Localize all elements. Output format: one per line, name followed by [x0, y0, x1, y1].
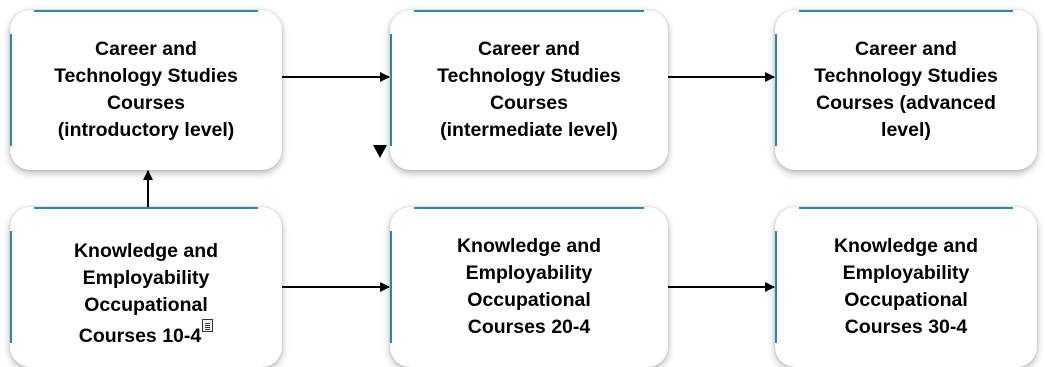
node-label: Career and Technology Studies Courses (i… — [54, 38, 238, 141]
node-label: Knowledge and Employability Occupational… — [456, 235, 602, 338]
stray-arrowhead — [373, 145, 387, 158]
node-keo-30-4: Knowledge and Employability Occupational… — [775, 207, 1037, 367]
node-keo-10-4: Knowledge and Employability Occupational… — [10, 207, 282, 367]
node-label: Knowledge and Employability Occupational… — [833, 235, 979, 338]
node-label: Career and Technology Studies Courses (a… — [814, 38, 998, 141]
node-label: Career and Technology Studies Courses (i… — [437, 38, 621, 141]
node-cts-intermediate: Career and Technology Studies Courses (i… — [390, 10, 668, 170]
node-label: Knowledge and Employability Occupational… — [73, 240, 219, 347]
node-cts-introductory: Career and Technology Studies Courses (i… — [10, 10, 282, 170]
node-cts-advanced: Career and Technology Studies Courses (a… — [775, 10, 1037, 170]
node-keo-20-4: Knowledge and Employability Occupational… — [390, 207, 668, 367]
note-icon[interactable] — [202, 319, 214, 332]
